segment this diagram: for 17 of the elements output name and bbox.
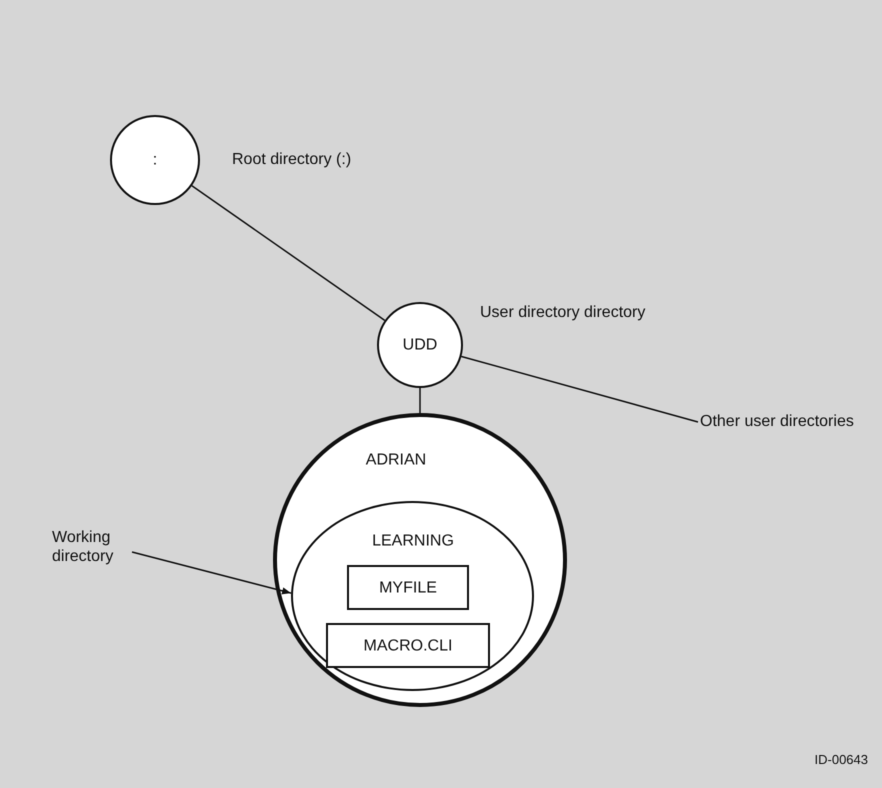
node-label: Working directory xyxy=(52,528,132,568)
node-caption: Root directory (:) xyxy=(232,150,352,170)
file-box xyxy=(347,565,469,610)
node-caption: User directory directory xyxy=(480,303,646,322)
figure-id: ID-00643 xyxy=(814,752,868,768)
arrow xyxy=(132,551,292,594)
node-label: LEARNING xyxy=(372,531,454,551)
node-label: Other user directories xyxy=(700,412,875,434)
node-label: MACRO.CLI xyxy=(364,636,452,656)
node-label: UDD xyxy=(402,335,438,355)
connector-line xyxy=(461,356,698,423)
connector-line xyxy=(419,388,421,413)
node-label: : xyxy=(152,150,158,170)
node-label: MYFILE xyxy=(379,578,437,598)
node-label: ADRIAN xyxy=(366,450,426,470)
file-box xyxy=(326,623,490,668)
connector-line xyxy=(191,185,386,321)
